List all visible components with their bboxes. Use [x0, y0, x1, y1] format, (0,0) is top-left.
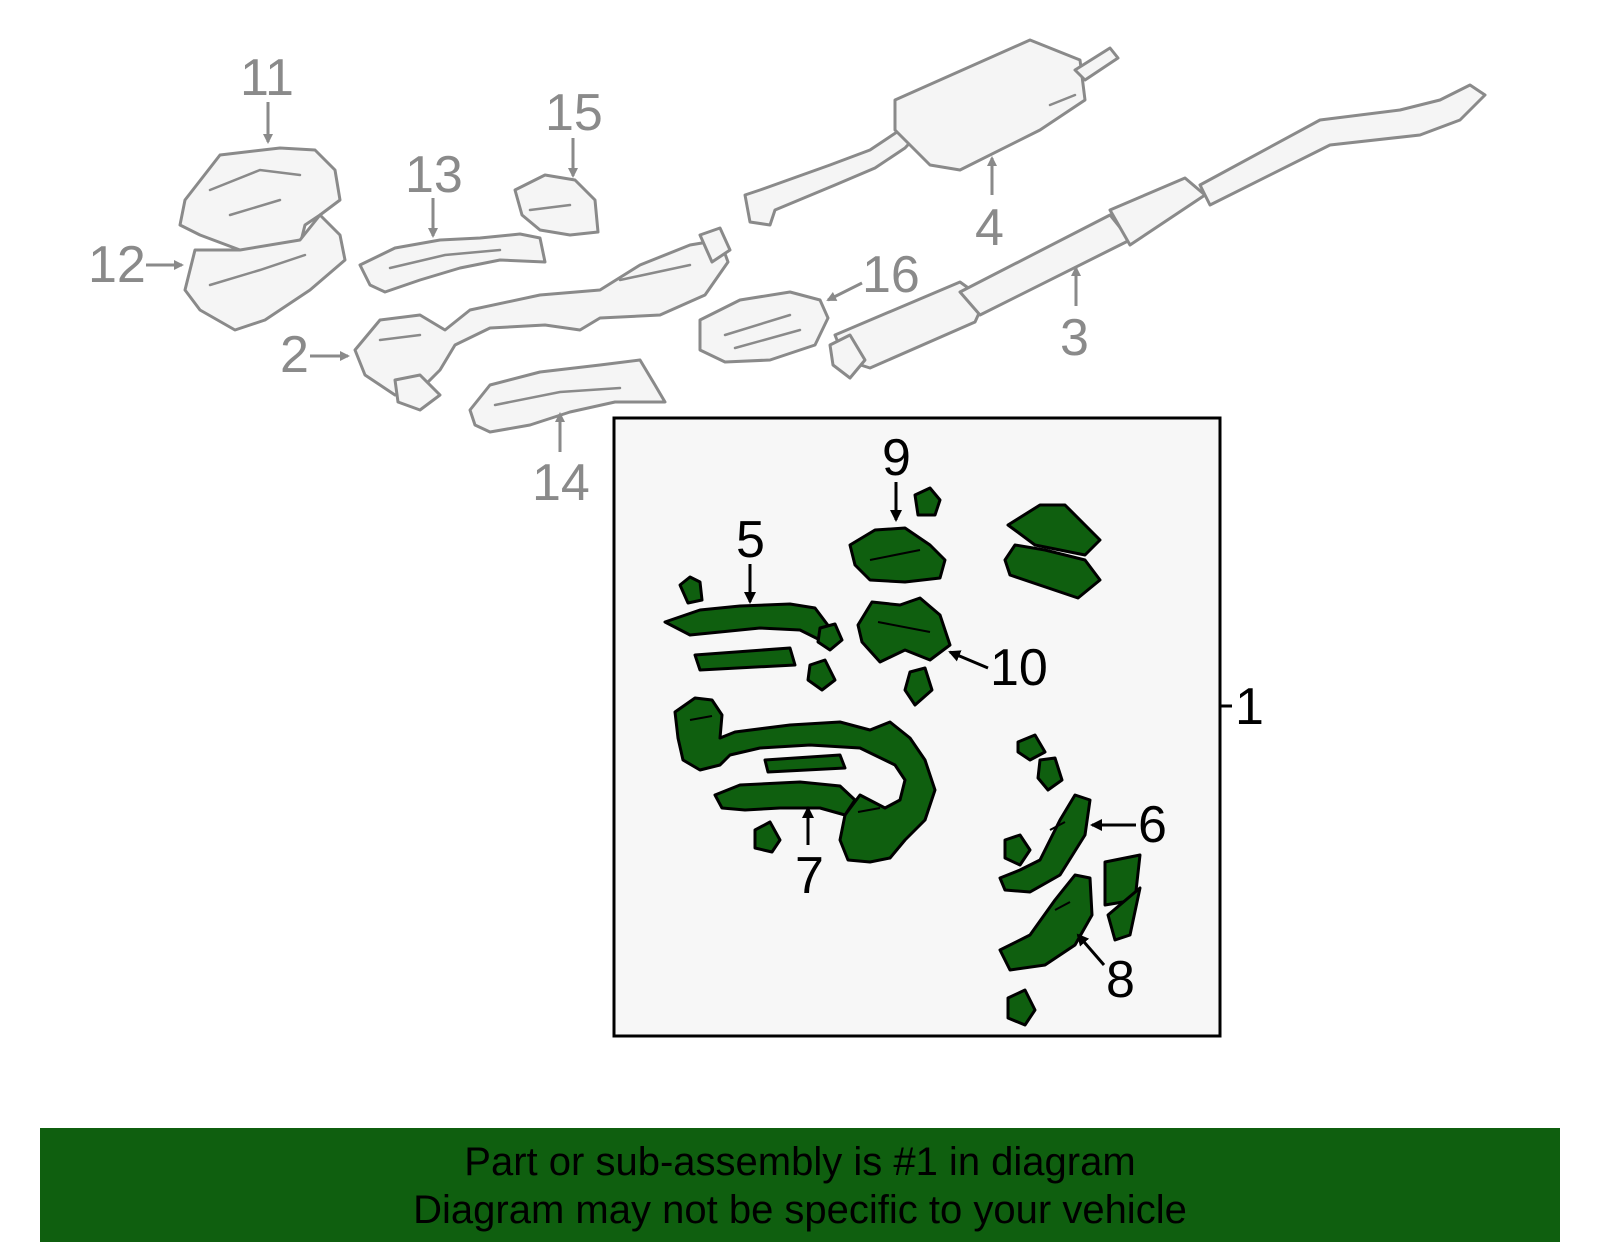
callout-2: 2	[280, 326, 309, 384]
exhaust-parts-diagram: 11 12 13 15 2 14 16 4 3 1	[88, 38, 1487, 1038]
callout-16: 16	[862, 246, 920, 304]
callout-6: 6	[1138, 796, 1167, 854]
part-7-heat-shield[interactable]	[713, 753, 857, 854]
part-6-heat-shield[interactable]	[998, 733, 1092, 894]
part-11-heat-shield[interactable]	[178, 146, 342, 252]
part-9-heat-shield[interactable]	[848, 486, 947, 584]
part-2-converter-pipe[interactable]	[353, 226, 732, 412]
callout-9: 9	[882, 429, 911, 487]
part-4-muffler[interactable]	[743, 38, 1120, 227]
part-15-heat-shield[interactable]	[513, 173, 600, 237]
part-3-center-pipe[interactable]	[828, 83, 1487, 380]
callout-10: 10	[990, 639, 1048, 697]
part-8-heat-shield[interactable]	[998, 853, 1142, 1027]
part-10-heat-shield[interactable]	[856, 596, 952, 707]
callout-8: 8	[1106, 951, 1135, 1009]
callout-11: 11	[240, 49, 294, 107]
heat-shield-pads[interactable]	[1003, 503, 1102, 600]
callout-1: 1	[1235, 678, 1264, 736]
callout-13: 13	[405, 146, 463, 204]
callout-5: 5	[736, 511, 765, 569]
callout-15: 15	[545, 84, 603, 142]
footer-line-1: Part or sub-assembly is #1 in diagram	[464, 1140, 1136, 1184]
footer-banner: Part or sub-assembly is #1 in diagram Di…	[40, 1128, 1560, 1242]
part-5-heat-shield[interactable]	[663, 575, 844, 692]
callout-12: 12	[88, 236, 146, 294]
callout-3: 3	[1060, 309, 1089, 367]
callout-7: 7	[795, 847, 824, 905]
part-12-heat-shield[interactable]	[183, 213, 347, 332]
footer-line-2: Diagram may not be specific to your vehi…	[413, 1188, 1187, 1232]
callout-4: 4	[975, 199, 1004, 257]
callout-14: 14	[532, 454, 590, 512]
part-13-heat-shield[interactable]	[358, 232, 547, 294]
part-14-heat-shield[interactable]	[468, 358, 667, 434]
exhaust-manifold-pipe[interactable]	[673, 696, 937, 864]
part-16-heat-shield[interactable]	[698, 290, 830, 364]
